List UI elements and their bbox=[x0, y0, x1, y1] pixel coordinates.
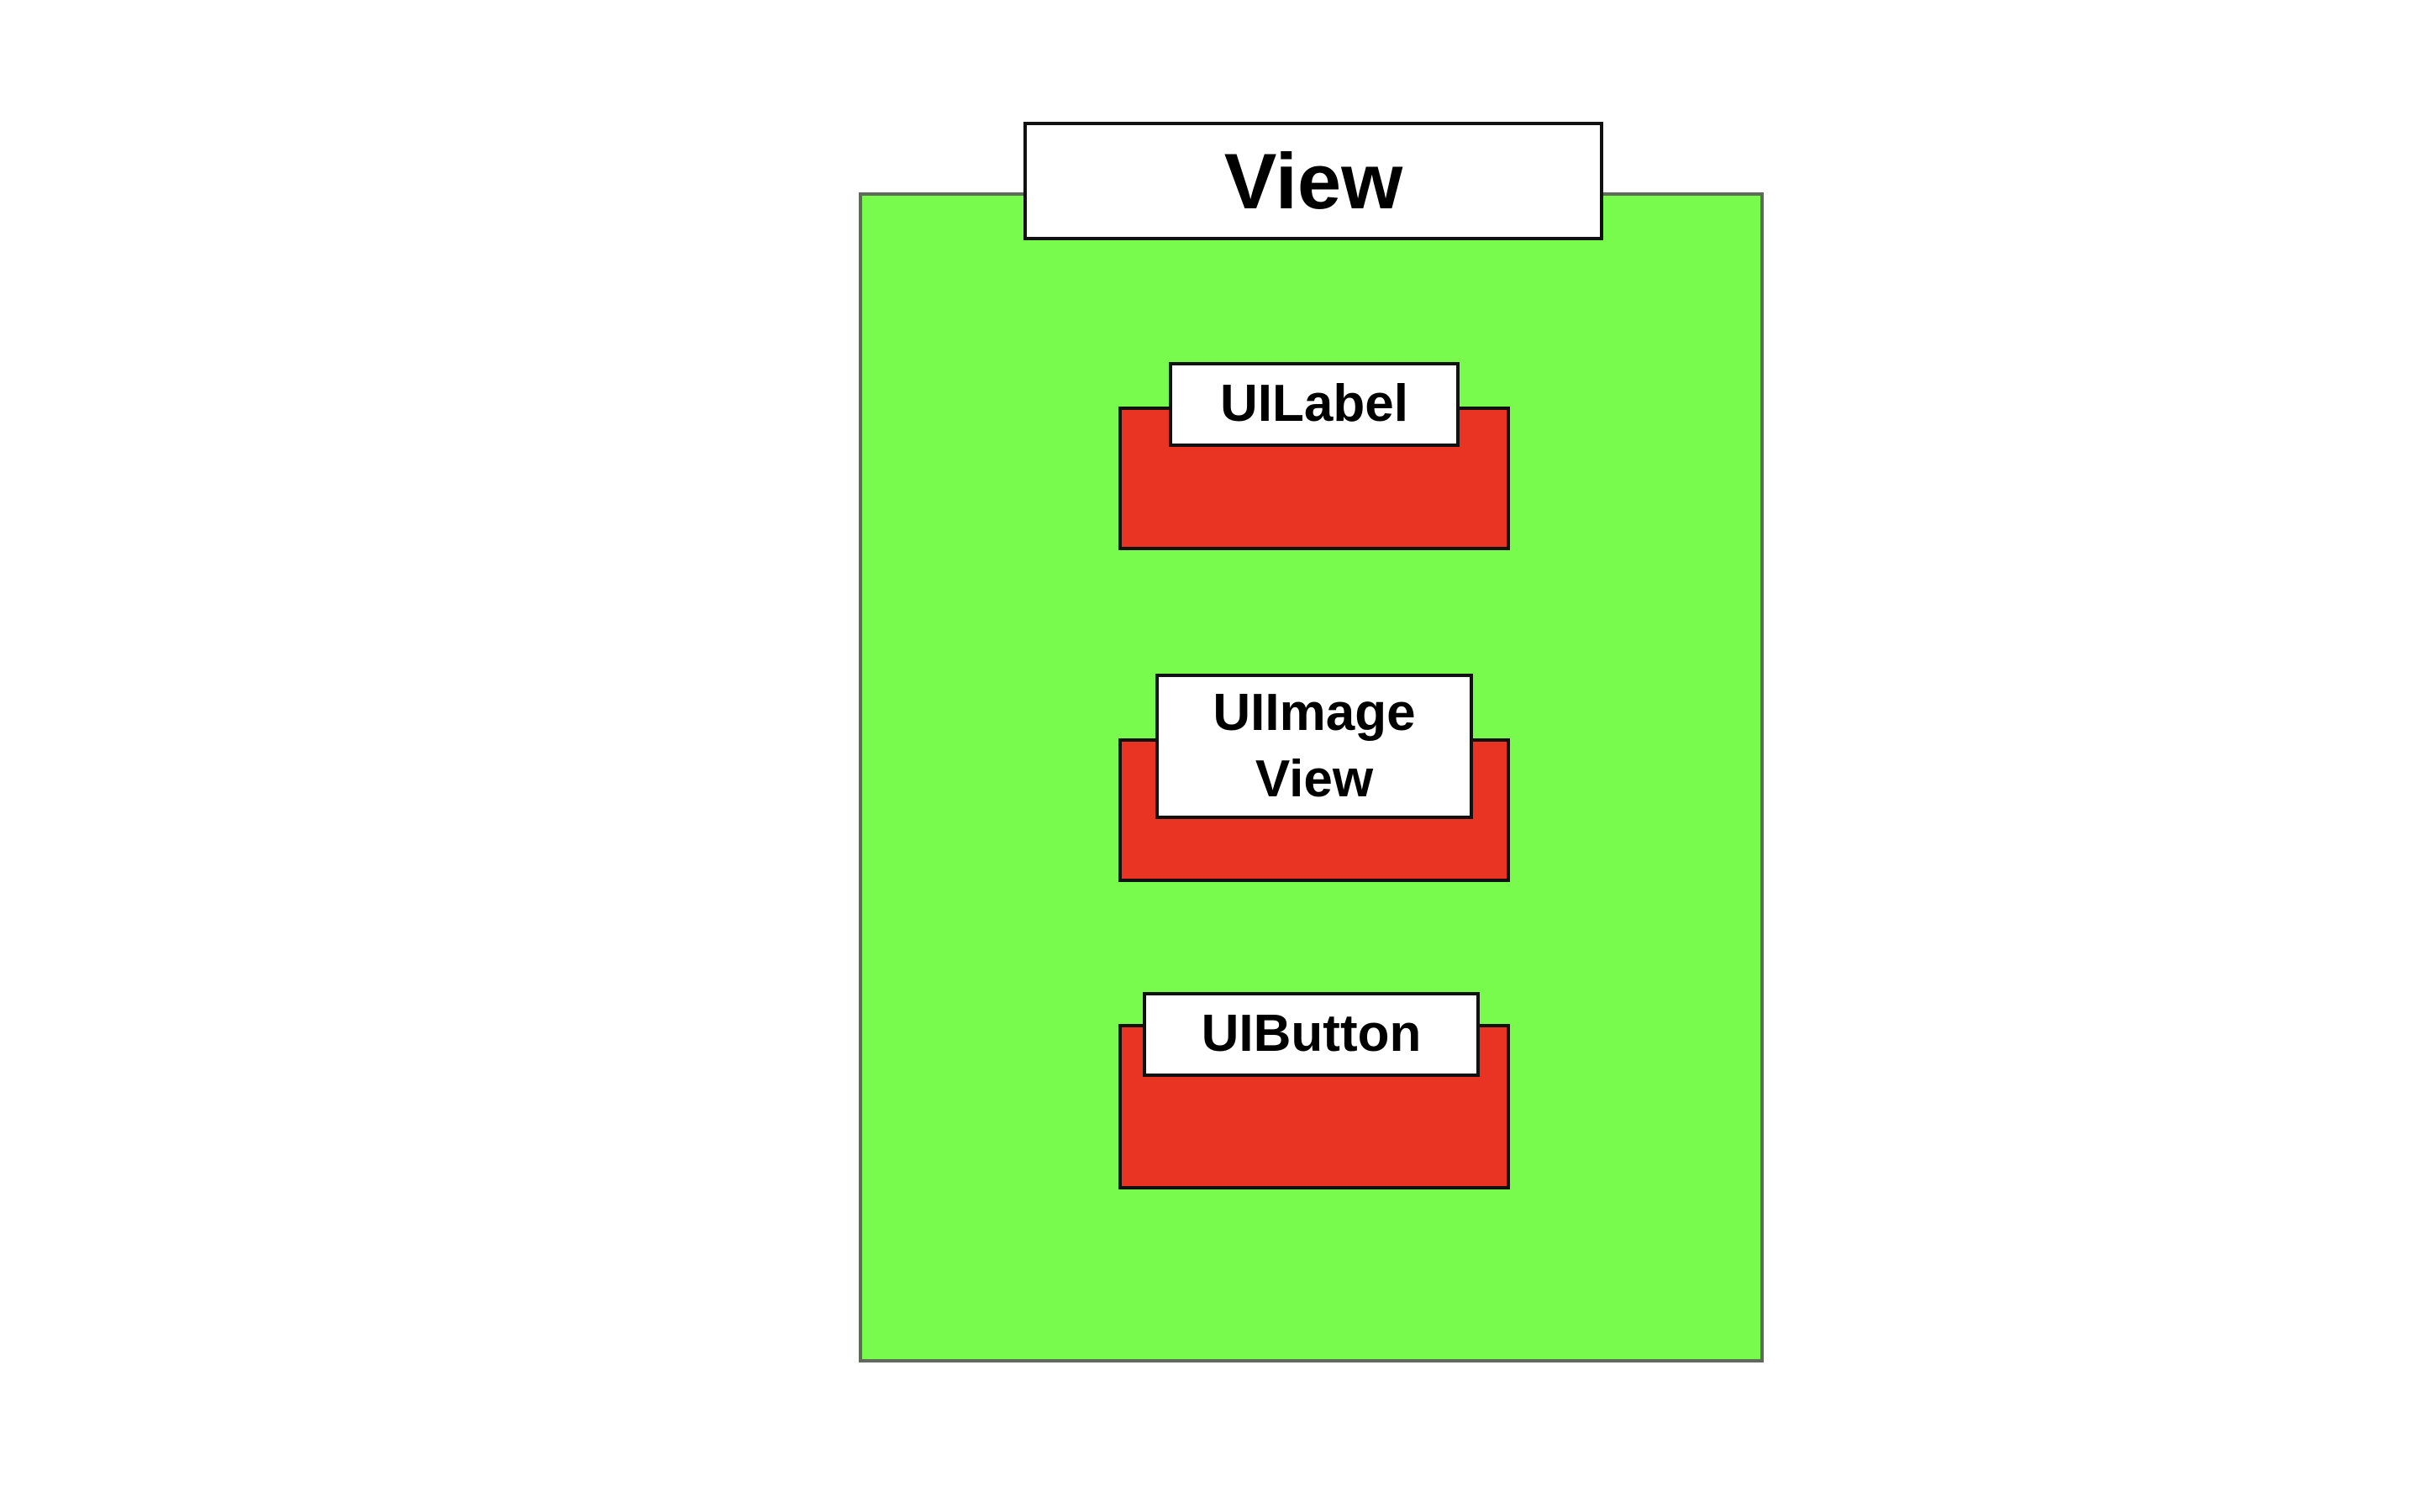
uibutton-label: UIButton bbox=[1143, 992, 1480, 1077]
uilabel-label-text: UILabel bbox=[1220, 375, 1408, 433]
uiimageview-label-text: UIImage View bbox=[1213, 683, 1416, 808]
view-title-text: View bbox=[1223, 136, 1403, 225]
uiimageview-label: UIImage View bbox=[1155, 674, 1473, 819]
uilabel-label: UILabel bbox=[1169, 362, 1460, 447]
view-title-label: View bbox=[1023, 122, 1603, 240]
uibutton-label-text: UIButton bbox=[1201, 1005, 1422, 1063]
